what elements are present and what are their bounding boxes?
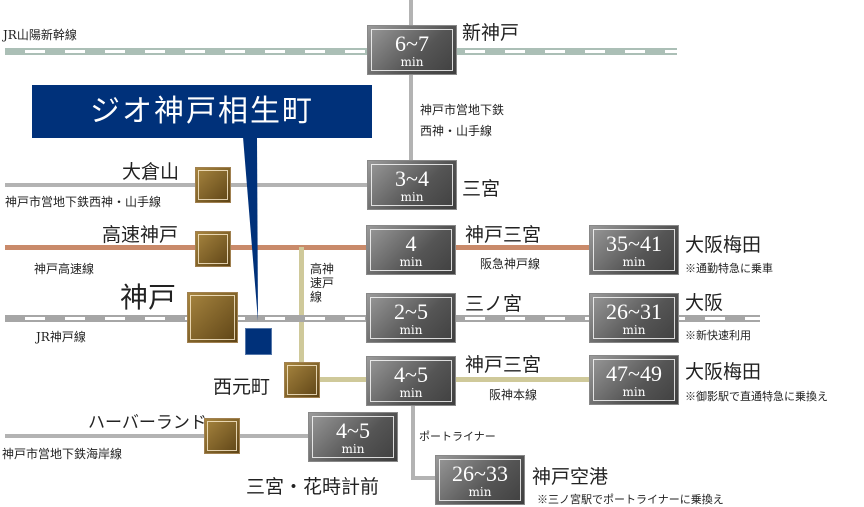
property-banner: ジオ神戸相生町 bbox=[32, 85, 372, 138]
station-harborland: ハーバーランド bbox=[88, 413, 207, 433]
property-marker bbox=[245, 328, 272, 355]
station-nishimotomachi-marker bbox=[284, 362, 320, 398]
portliner-line bbox=[411, 405, 415, 480]
station-kobe: 神戸 bbox=[120, 281, 177, 314]
station-umeda-hanshin: 大阪梅田 bbox=[685, 361, 762, 383]
station-umeda-hankyu: 大阪梅田 bbox=[685, 234, 762, 256]
label-seishin: 神戸市営地下鉄西神・山手線 bbox=[5, 195, 162, 209]
station-kobe-marker bbox=[187, 292, 238, 343]
shinkansen-line bbox=[5, 48, 677, 55]
station-harborland-marker bbox=[204, 418, 240, 454]
station-sannomiya: 三宮 bbox=[462, 178, 501, 200]
kosoku-vertical-line bbox=[299, 247, 304, 379]
label-kosoku-vertical: 高神 速戸 線 bbox=[310, 262, 335, 304]
station-okurayama: 大倉山 bbox=[122, 161, 180, 183]
label-subway-vertical: 神戸市営地下鉄 西神・山手線 bbox=[420, 103, 505, 138]
note-airport: ※三ノ宮駅でポートライナーに乗換え bbox=[537, 493, 724, 506]
station-kobesannomiya-hankyu: 神戸三宮 bbox=[465, 224, 542, 246]
station-airport: 神戸空港 bbox=[532, 466, 609, 488]
station-nishimotomachi: 西元町 bbox=[213, 376, 271, 398]
seishin-line bbox=[5, 183, 370, 187]
portliner-line-h bbox=[411, 476, 437, 480]
label-jr: JR神戸線 bbox=[36, 330, 86, 344]
property-name: ジオ神戸相生町 bbox=[90, 94, 314, 129]
note-umeda-hanshin: ※御影駅で直通特急に乗換え bbox=[685, 390, 828, 403]
note-umeda-hankyu: ※通勤特急に乗車 bbox=[685, 262, 773, 275]
station-osaka: 大阪 bbox=[685, 292, 724, 314]
label-shinkansen: JR山陽新幹線 bbox=[3, 28, 77, 42]
station-hanadokei: 三宮・花時計前 bbox=[246, 476, 380, 498]
label-hanshin: 阪神本線 bbox=[489, 388, 538, 402]
note-osaka: ※新快速利用 bbox=[685, 329, 751, 342]
station-kosokukobe-marker bbox=[195, 231, 231, 267]
label-hankyu: 阪急神戸線 bbox=[480, 257, 541, 271]
station-okurayama-marker bbox=[195, 167, 231, 203]
kaigan-line bbox=[5, 434, 310, 438]
label-portliner: ポートライナー bbox=[419, 430, 496, 443]
station-kobesannomiya-hanshin: 神戸三宮 bbox=[465, 354, 542, 376]
label-kosoku: 神戸高速線 bbox=[34, 262, 95, 276]
banner-pointer bbox=[243, 137, 258, 321]
station-kosokukobe: 高速神戸 bbox=[102, 224, 179, 246]
station-shinkobe: 新神戸 bbox=[462, 22, 520, 44]
subway-vertical-line bbox=[409, 0, 413, 170]
station-sannomiya-jr: 三ノ宮 bbox=[465, 293, 523, 315]
label-kaigan: 神戸市営地下鉄海岸線 bbox=[2, 447, 123, 461]
